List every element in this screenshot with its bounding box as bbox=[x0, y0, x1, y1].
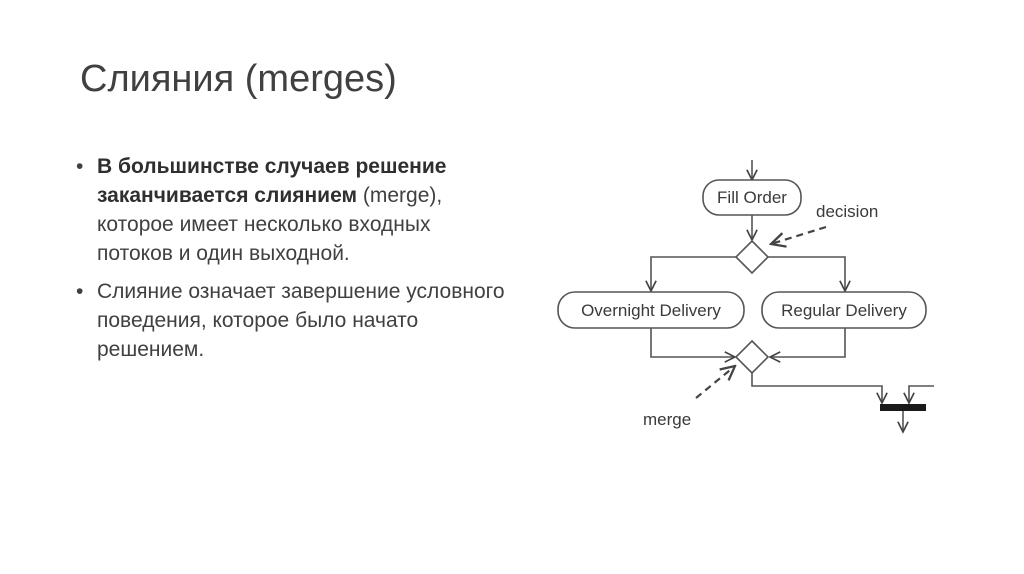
bullet-marker: • bbox=[76, 280, 84, 303]
regular-delivery-label: Regular Delivery bbox=[781, 301, 907, 320]
decision-diamond bbox=[734, 239, 770, 275]
slide-title: Слияния (merges) bbox=[80, 58, 397, 100]
bullet-item-merge-meaning: • Слияние означает завершение условного … bbox=[76, 277, 506, 364]
flow-other-to-join bbox=[909, 385, 934, 403]
flow-overnight-to-merge bbox=[650, 328, 735, 357]
flow-regular-to-merge bbox=[770, 328, 846, 357]
merge-annotation-arrow bbox=[695, 366, 735, 399]
bullet-bold-text: В большинстве случаев решение заканчивае… bbox=[97, 155, 447, 207]
join-bar bbox=[880, 404, 926, 411]
bullet-text: (merge), которое имеет несколько входных… bbox=[97, 184, 443, 265]
flow-branch-to-regular bbox=[768, 256, 845, 291]
regular-delivery-action bbox=[761, 291, 927, 329]
bullet-item-merge-definition: • В большинстве случаев решение заканчив… bbox=[76, 152, 506, 268]
bullet-text: Слияние означает завершение условного по… bbox=[97, 280, 505, 361]
merge-annotation-label: merge bbox=[643, 410, 691, 429]
overnight-delivery-label: Overnight Delivery bbox=[581, 301, 721, 320]
decision-annotation-arrow bbox=[771, 225, 827, 244]
bullet-list: • В большинстве случаев решение заканчив… bbox=[76, 152, 506, 373]
bullet-marker: • bbox=[76, 155, 84, 178]
flow-branch-to-overnight bbox=[651, 256, 736, 291]
flow-merge-to-join bbox=[751, 373, 882, 403]
merge-diamond bbox=[734, 339, 770, 375]
decision-annotation-label: decision bbox=[816, 202, 878, 221]
fill-order-label: Fill Order bbox=[717, 188, 787, 207]
